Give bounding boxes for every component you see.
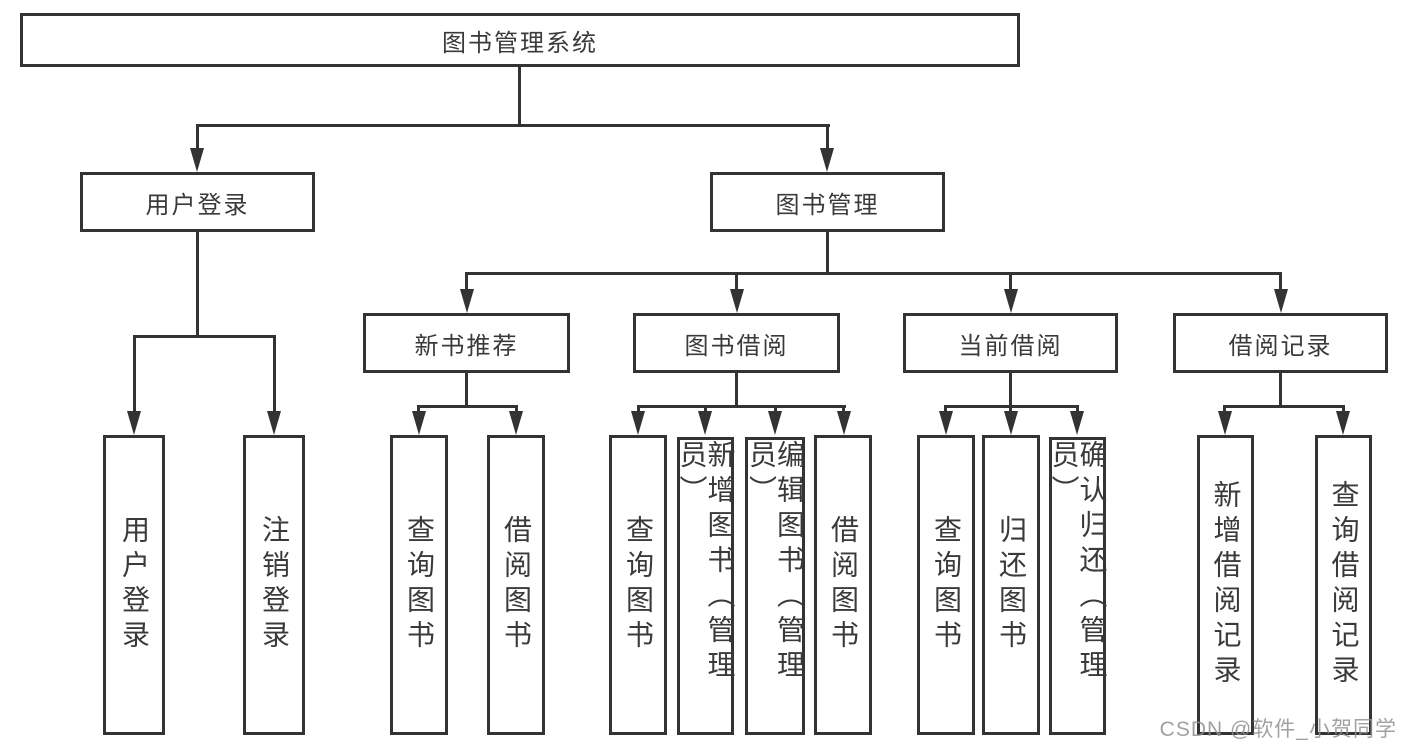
- node-book-management: 图书管理: [710, 172, 945, 232]
- connector-line: [515, 405, 518, 414]
- leaf-confirm-return-admin-label: 确认归还（管理员）: [1048, 440, 1108, 685]
- leaf-borrow-books-label: 借阅图书: [828, 515, 859, 655]
- connector-line: [1279, 371, 1282, 407]
- connector-line: [417, 405, 518, 408]
- arrow-down-icon: [768, 411, 782, 435]
- node-root: 图书管理系统: [20, 13, 1020, 67]
- connector-line: [842, 405, 845, 414]
- connector-line: [465, 371, 468, 407]
- leaf-borrow-books: 借阅图书: [814, 435, 872, 735]
- node-book-borrow-label: 图书借阅: [684, 332, 789, 360]
- leaf-query-books-recommend: 查询图书: [390, 435, 448, 735]
- leaf-add-borrow-record: 新增借阅记录: [1197, 435, 1254, 735]
- node-book-borrow: 图书借阅: [633, 313, 840, 373]
- arrow-down-icon: [267, 411, 281, 435]
- connector-line: [273, 335, 276, 413]
- leaf-query-books-borrow-label: 查询图书: [623, 515, 654, 655]
- arrow-down-icon: [1004, 411, 1018, 435]
- leaf-query-books-recommend-label: 查询图书: [404, 515, 435, 655]
- leaf-add-borrow-record-label: 新增借阅记录: [1210, 480, 1242, 690]
- arrow-down-icon: [460, 289, 474, 313]
- connector-line: [735, 272, 738, 291]
- leaf-add-book-admin-label: 新增图书（管理员）: [676, 440, 736, 685]
- connector-line: [1009, 371, 1012, 407]
- leaf-return-books-label: 归还图书: [996, 515, 1027, 655]
- arrow-down-icon: [190, 148, 204, 172]
- connector-line: [1009, 272, 1012, 291]
- connector-line: [826, 124, 829, 152]
- connector-line: [637, 405, 846, 408]
- arrow-down-icon: [1070, 411, 1084, 435]
- leaf-edit-book-admin: 编辑图书（管理员）: [745, 437, 805, 735]
- connector-line: [133, 335, 136, 413]
- connector-line: [1279, 272, 1282, 291]
- arrow-down-icon: [1004, 289, 1018, 313]
- node-current-borrow: 当前借阅: [903, 313, 1118, 373]
- connector-line: [637, 405, 640, 414]
- connector-line: [704, 405, 707, 414]
- leaf-logout-label: 注销登录: [259, 515, 290, 655]
- connector-line: [1076, 405, 1079, 414]
- leaf-query-books-current-label: 查询图书: [931, 515, 962, 655]
- connector-line: [826, 230, 829, 274]
- arrow-down-icon: [837, 411, 851, 435]
- leaf-query-books-current: 查询图书: [917, 435, 975, 735]
- node-current-borrow-label: 当前借阅: [958, 332, 1063, 360]
- node-new-book-recommend-label: 新书推荐: [414, 332, 519, 360]
- connector-line: [774, 405, 777, 414]
- arrow-down-icon: [412, 411, 426, 435]
- arrow-down-icon: [1218, 411, 1232, 435]
- connector-line: [735, 371, 738, 407]
- arrow-down-icon: [820, 148, 834, 172]
- leaf-edit-book-admin-label: 编辑图书（管理员）: [746, 440, 805, 685]
- arrow-down-icon: [509, 411, 523, 435]
- connector-line: [196, 124, 830, 127]
- node-book-management-label: 图书管理: [775, 191, 880, 219]
- arrow-down-icon: [1336, 411, 1350, 435]
- leaf-query-books-borrow: 查询图书: [609, 435, 667, 735]
- connector-line: [944, 405, 947, 414]
- connector-line: [417, 405, 420, 414]
- arrow-down-icon: [1274, 289, 1288, 313]
- leaf-return-books: 归还图书: [982, 435, 1040, 735]
- node-user-login-label: 用户登录: [145, 191, 250, 219]
- leaf-user-login-label: 用户登录: [119, 515, 150, 655]
- arrow-down-icon: [939, 411, 953, 435]
- arrow-down-icon: [730, 289, 744, 313]
- node-new-book-recommend: 新书推荐: [363, 313, 570, 373]
- leaf-borrow-books-recommend-label: 借阅图书: [501, 515, 532, 655]
- connector-line: [1342, 405, 1345, 414]
- node-user-login: 用户登录: [80, 172, 315, 232]
- leaf-confirm-return-admin: 确认归还（管理员）: [1048, 437, 1108, 735]
- leaf-borrow-books-recommend: 借阅图书: [487, 435, 545, 735]
- leaf-add-book-admin: 新增图书（管理员）: [676, 437, 736, 735]
- connector-line: [196, 230, 199, 337]
- leaf-logout: 注销登录: [243, 435, 305, 735]
- connector-line: [1223, 405, 1345, 408]
- arrow-down-icon: [127, 411, 141, 435]
- connector-line: [1223, 405, 1226, 414]
- node-root-label: 图书管理系统: [442, 29, 598, 57]
- connector-line: [465, 272, 1282, 275]
- leaf-query-borrow-record: 查询借阅记录: [1315, 435, 1372, 735]
- csdn-watermark: CSDN @软件_小贺同学: [1159, 718, 1397, 741]
- arrow-down-icon: [698, 411, 712, 435]
- node-borrow-records-label: 借阅记录: [1228, 332, 1333, 360]
- arrow-down-icon: [631, 411, 645, 435]
- connector-line: [1009, 405, 1012, 414]
- connector-line: [518, 66, 521, 126]
- node-borrow-records: 借阅记录: [1173, 313, 1388, 373]
- connector-line: [133, 335, 276, 338]
- leaf-query-borrow-record-label: 查询借阅记录: [1328, 480, 1360, 690]
- connector-line: [196, 124, 199, 152]
- connector-line: [465, 272, 468, 291]
- leaf-user-login: 用户登录: [103, 435, 165, 735]
